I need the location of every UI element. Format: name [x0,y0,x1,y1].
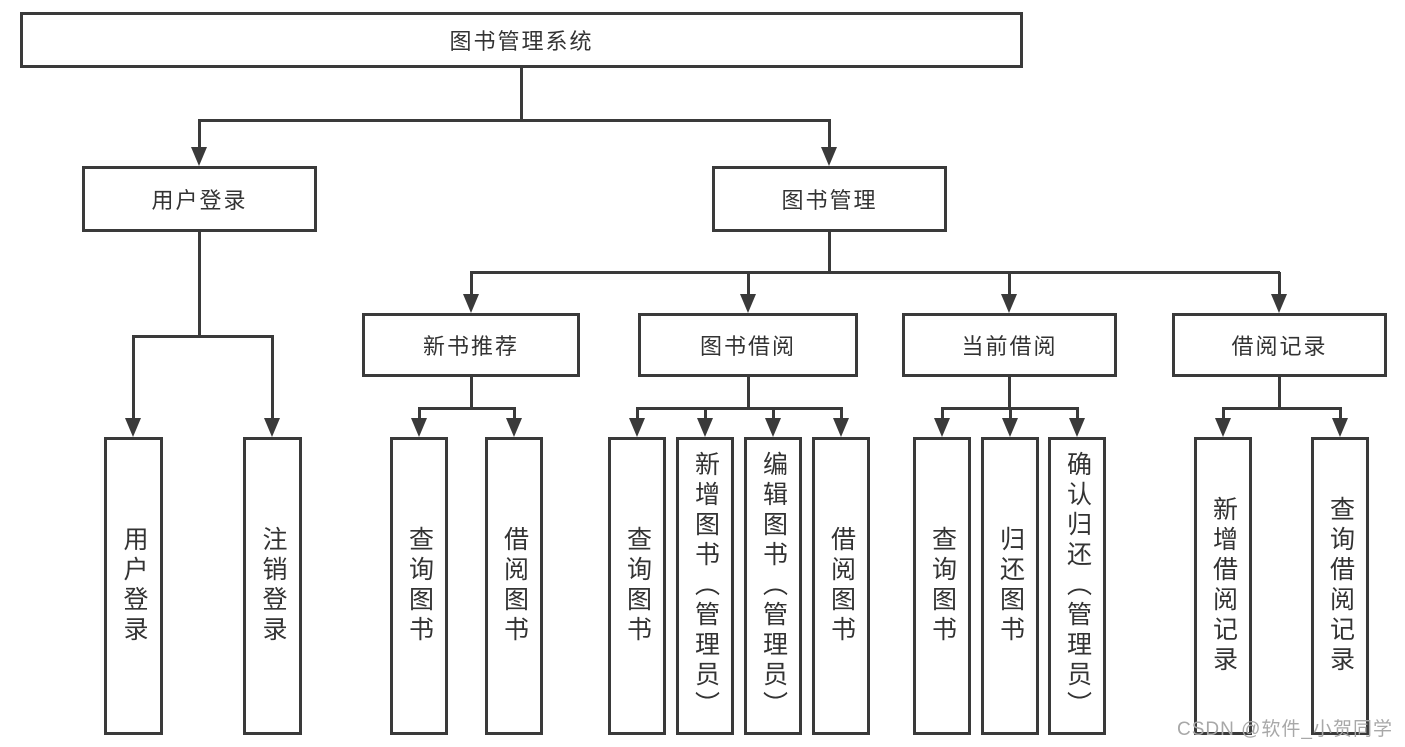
connector-line [636,408,639,419]
arrow-down-icon [463,294,479,313]
connector-line [1076,408,1079,419]
connector-line [1008,377,1011,409]
leaf-current-return-books: 归还图书 [981,437,1039,735]
arrow-down-icon [765,418,781,437]
connector-line [1222,407,1342,410]
arrow-down-icon [821,147,837,166]
connector-line [828,232,831,273]
node-root: 图书管理系统 [20,12,1023,68]
connector-line [132,336,135,419]
leaf-records-query-record-label: 查询借阅记录 [1326,496,1355,676]
leaf-borrow-add-books: 新增图书（管理员） [676,437,734,735]
connector-line [520,68,523,120]
connector-line [1222,408,1225,419]
leaf-recommend-query-books-label: 查询图书 [405,526,434,646]
leaf-current-return-books-label: 归还图书 [996,526,1025,646]
leaf-borrow-borrow-books: 借阅图书 [812,437,870,735]
leaf-records-query-record: 查询借阅记录 [1311,437,1369,735]
leaf-borrow-edit-books: 编辑图书（管理员） [744,437,802,735]
leaf-recommend-borrow-books: 借阅图书 [485,437,543,735]
leaf-recommend-borrow-books-label: 借阅图书 [500,526,529,646]
leaf-current-query-books-label: 查询图书 [928,526,957,646]
arrow-down-icon [833,418,849,437]
connector-line [941,408,944,419]
arrow-down-icon [934,418,950,437]
connector-line [828,120,831,148]
connector-line [1008,272,1011,295]
connector-line [747,377,750,409]
arrow-down-icon [264,418,280,437]
node-book-management-branch-label: 图书管理 [781,188,878,213]
leaf-borrow-add-books-label: 新增图书（管理员） [691,451,720,721]
arrow-down-icon [1332,418,1348,437]
arrow-down-icon [1215,418,1231,437]
connector-line [198,120,201,148]
leaf-current-confirm-return: 确认归还（管理员） [1048,437,1106,735]
node-user-login-branch-label: 用户登录 [151,188,248,213]
leaf-records-add-record-label: 新增借阅记录 [1209,496,1238,676]
arrow-down-icon [1001,294,1017,313]
arrow-down-icon [697,418,713,437]
node-root-label: 图书管理系统 [449,29,594,54]
arrow-down-icon [629,418,645,437]
connector-line [470,272,473,295]
arrow-down-icon [125,418,141,437]
leaf-borrow-query-books-label: 查询图书 [623,526,652,646]
connector-line [418,407,516,410]
node-book-borrowing-label: 图书借阅 [699,334,796,359]
connector-line [1278,272,1281,295]
arrow-down-icon [1271,294,1287,313]
arrow-down-icon [191,147,207,166]
connector-line [840,408,843,419]
connector-line [1009,408,1012,419]
leaf-logout: 注销登录 [243,437,302,735]
connector-line [198,232,201,337]
leaf-borrow-edit-books-label: 编辑图书（管理员） [759,451,788,721]
connector-line [198,119,831,122]
leaf-user-login-label: 用户登录 [120,526,148,646]
connector-line [1339,408,1342,419]
arrow-down-icon [1002,418,1018,437]
watermark: CSDN @软件_小贺同学 [1177,719,1393,740]
arrow-down-icon [1069,418,1085,437]
leaf-current-query-books: 查询图书 [913,437,971,735]
leaf-logout-label: 注销登录 [259,526,287,646]
node-user-login-branch: 用户登录 [82,166,317,232]
leaf-borrow-borrow-books-label: 借阅图书 [827,526,856,646]
connector-line [1278,377,1281,409]
node-new-book-recommend-label: 新书推荐 [422,334,519,359]
node-current-borrowing: 当前借阅 [902,313,1117,377]
node-borrowing-records-label: 借阅记录 [1231,334,1328,359]
connector-line [747,272,750,295]
leaf-current-confirm-return-label: 确认归还（管理员） [1063,451,1092,721]
leaf-records-add-record: 新增借阅记录 [1194,437,1252,735]
connector-line [704,408,707,419]
node-book-borrowing: 图书借阅 [638,313,858,377]
connector-line [470,377,473,409]
connector-line [772,408,775,419]
leaf-recommend-query-books: 查询图书 [390,437,448,735]
connector-line [513,408,516,419]
connector-line [470,271,1280,274]
connector-line [271,336,274,419]
arrow-down-icon [411,418,427,437]
arrow-down-icon [740,294,756,313]
node-new-book-recommend: 新书推荐 [362,313,580,377]
connector-line [418,408,421,419]
node-book-management-branch: 图书管理 [712,166,947,232]
connector-line [132,335,274,338]
node-borrowing-records: 借阅记录 [1172,313,1387,377]
leaf-borrow-query-books: 查询图书 [608,437,666,735]
leaf-user-login: 用户登录 [104,437,163,735]
node-current-borrowing-label: 当前借阅 [961,334,1058,359]
arrow-down-icon [506,418,522,437]
connector-line [636,407,843,410]
